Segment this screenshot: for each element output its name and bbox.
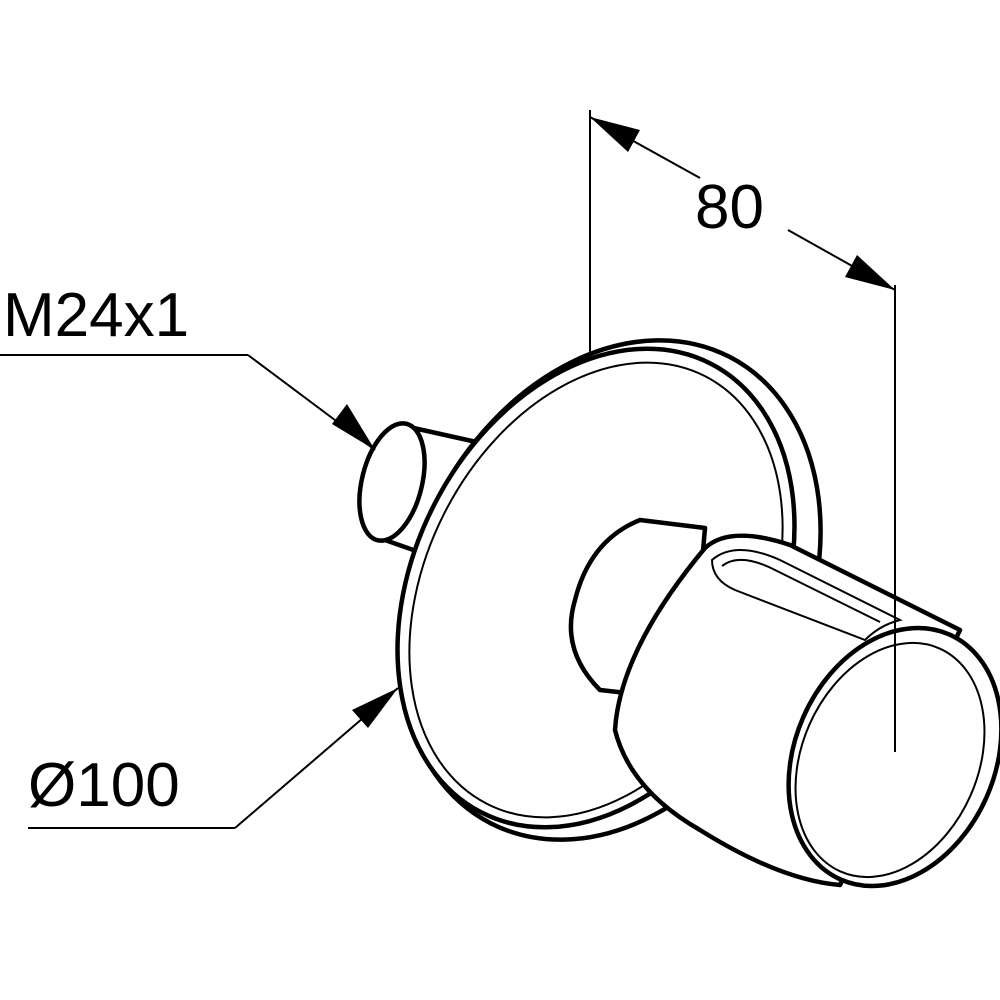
arrowhead-left xyxy=(590,117,640,152)
handle-end-cap xyxy=(786,625,1000,889)
diameter-label: Ø100 xyxy=(28,751,180,820)
cylindrical-handle xyxy=(612,533,1000,889)
handle-grip-groove xyxy=(710,549,903,642)
thread-label: M24x1 xyxy=(3,281,189,350)
handle-end-cap-rim xyxy=(794,641,986,879)
thread-arrowhead xyxy=(332,404,375,450)
handle-grip-groove-inner xyxy=(721,559,881,623)
diameter-callout: Ø100 xyxy=(28,687,399,829)
diameter-arrowhead xyxy=(352,688,398,728)
arrowhead-right xyxy=(845,255,895,290)
depth-dimension: 80 xyxy=(589,110,896,752)
thread-callout: M24x1 xyxy=(0,281,376,451)
depth-label: 80 xyxy=(695,173,764,242)
stem-end-face xyxy=(357,421,427,543)
